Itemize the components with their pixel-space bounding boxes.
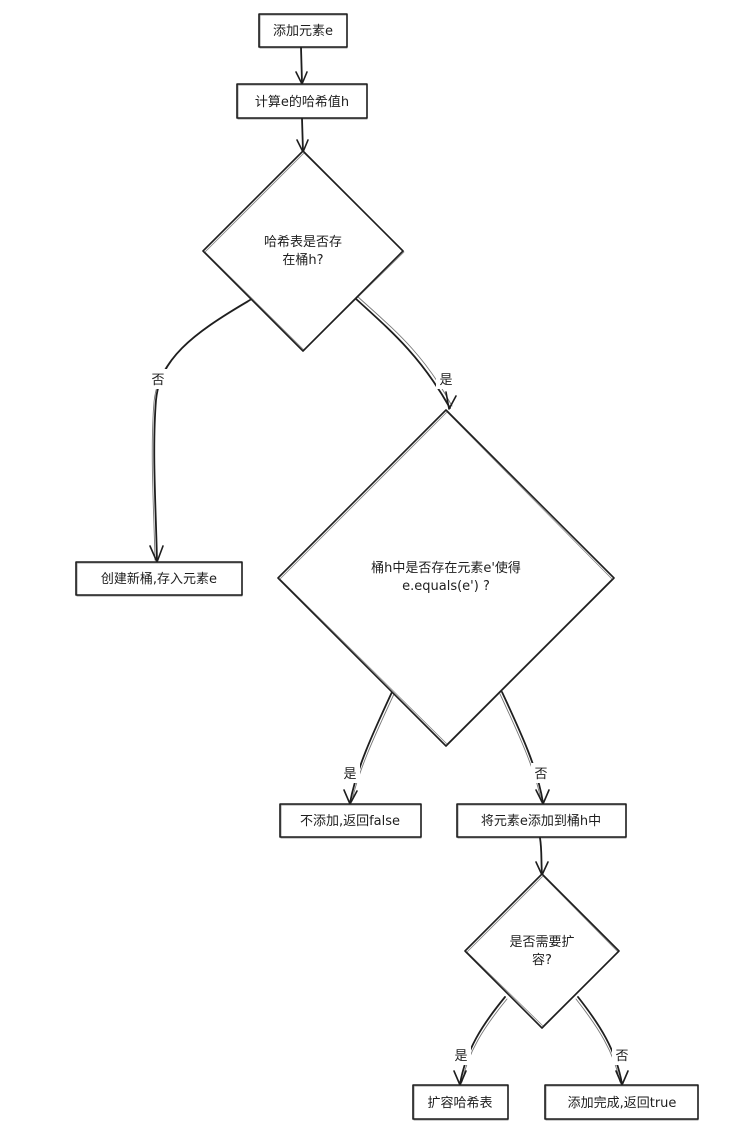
node-done-return-true: 添加完成,返回true bbox=[544, 1084, 699, 1121]
node-need-resize-decision: 是否需要扩 容? bbox=[464, 873, 620, 1029]
node-bucket-exists-line2: 在桶h? bbox=[282, 253, 323, 268]
node-create-bucket-label: 创建新桶,存入元素e bbox=[101, 571, 217, 587]
node-bucket-exists-line1: 哈希表是否存 bbox=[264, 235, 342, 250]
node-need-resize-line1: 是否需要扩 bbox=[509, 935, 574, 950]
node-contains-equal-decision: 桶h中是否存在元素e'使得 e.equals(e') ? bbox=[277, 409, 615, 747]
node-not-add-return-false: 不添加,返回false bbox=[279, 803, 422, 839]
edge-bucket-no bbox=[149, 299, 251, 563]
node-add-element-label: 添加元素e bbox=[273, 24, 333, 39]
node-bucket-exists-decision: 哈希表是否存 在桶h? bbox=[202, 150, 405, 352]
edge-label-equal-yes: 是 bbox=[343, 767, 356, 782]
node-add-to-bucket-label: 将元素e添加到桶h中 bbox=[481, 814, 601, 829]
node-resize-table-label: 扩容哈希表 bbox=[427, 1095, 492, 1111]
edge-resize-yes bbox=[453, 996, 508, 1086]
edge-bucket-yes bbox=[354, 295, 457, 410]
node-contains-equal-line1: 桶h中是否存在元素e'使得 bbox=[371, 560, 521, 576]
node-not-add-return-false-label: 不添加,返回false bbox=[300, 814, 400, 829]
node-need-resize-line2: 容? bbox=[532, 952, 552, 968]
edge-label-resize-yes: 是 bbox=[454, 1049, 467, 1064]
edge-label-bucket-no: 否 bbox=[151, 373, 164, 388]
edge-label-equal-no: 否 bbox=[534, 767, 547, 782]
edge-label-bucket-yes: 是 bbox=[439, 373, 452, 388]
node-compute-hash-label: 计算e的哈希值h bbox=[255, 94, 349, 110]
edge-equal-yes bbox=[343, 691, 395, 805]
node-create-bucket: 创建新桶,存入元素e bbox=[75, 561, 243, 597]
node-resize-table: 扩容哈希表 bbox=[412, 1084, 509, 1121]
edge-label-resize-no: 否 bbox=[615, 1049, 628, 1064]
edge-resize-no bbox=[575, 996, 629, 1086]
node-compute-hash: 计算e的哈希值h bbox=[236, 83, 368, 120]
edge-add-to-hash bbox=[295, 46, 308, 85]
edge-add-to-resize-decision bbox=[535, 837, 549, 876]
node-done-return-true-label: 添加完成,返回true bbox=[568, 1096, 677, 1111]
node-contains-equal-line2: e.equals(e') ? bbox=[402, 579, 490, 594]
node-add-to-bucket: 将元素e添加到桶h中 bbox=[456, 803, 627, 839]
edge-equal-no bbox=[499, 691, 550, 805]
edge-labels: 否 是 是 否 是 否 bbox=[148, 369, 632, 1065]
edge-hash-to-bucket-decision bbox=[296, 117, 309, 153]
node-add-element: 添加元素e bbox=[258, 13, 348, 49]
